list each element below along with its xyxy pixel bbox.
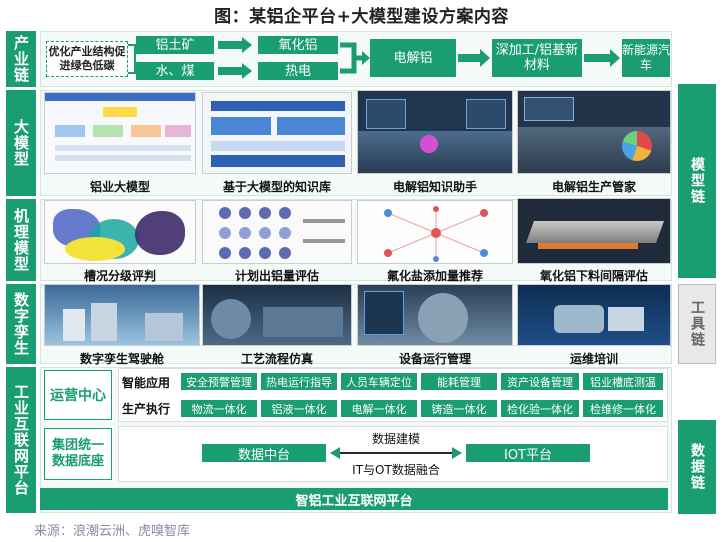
knowledge-assistant-thumbnail <box>357 90 513 174</box>
large-model-caption-2: 基于大模型的知识库 <box>222 180 331 194</box>
data-modeling-label: 数据建模 <box>371 432 420 446</box>
smart-app-chip: 资产设备管理 <box>501 373 579 390</box>
smart-app-chip: 铝业槽底测温 <box>583 373 663 390</box>
production-chip: 检化验一体化 <box>501 400 579 417</box>
twin-caption-2: 工艺流程仿真 <box>240 352 313 366</box>
alumina-box: 氧化铝 <box>258 36 338 54</box>
data-platform-box: 数据中台 <box>202 444 326 463</box>
chain-arrow-3 <box>584 49 620 67</box>
mechanism-caption-4: 氧化铝下料间隔评估 <box>539 269 648 283</box>
bauxite-box: 铝土矿 <box>136 36 214 54</box>
smart-app-chip: 热电运行指导 <box>261 373 337 390</box>
chain-arrows-1 <box>218 37 252 79</box>
production-chip: 铸造一体化 <box>421 400 497 417</box>
production-chip: 物流一体化 <box>181 400 257 417</box>
it-ot-fusion-label: IT与OT数据融合 <box>352 463 440 477</box>
side-tag-data-chain: 数据链 <box>678 420 716 514</box>
twin-cockpit-thumbnail <box>44 284 200 346</box>
row-label-industrial-internet: 工业互联网平台 <box>6 367 36 513</box>
production-steward-thumbnail <box>517 90 671 174</box>
bidirectional-arrow <box>330 447 462 459</box>
row-label-large-model: 大模型 <box>6 90 36 196</box>
bracket-connector <box>128 44 136 74</box>
thermal-power-box: 热电 <box>258 62 338 80</box>
electrolytic-aluminum-box: 电解铝 <box>370 39 456 77</box>
process-simulation-thumbnail <box>202 284 352 346</box>
production-chip: 铝液一体化 <box>261 400 337 417</box>
chain-arrow-2 <box>458 49 490 67</box>
side-tag-model-chain: 模型链 <box>678 84 716 278</box>
twin-caption-3: 设备运行管理 <box>398 352 471 366</box>
production-chip: 电解一体化 <box>341 400 417 417</box>
alumina-feed-thumbnail <box>517 198 671 264</box>
cell-condition-thumbnail <box>44 200 196 264</box>
mechanism-caption-3: 氟化盐添加量推荐 <box>386 269 483 283</box>
knowledge-base-thumbnail <box>202 92 352 174</box>
production-label: 生产执行 <box>122 402 171 416</box>
aluminum-output-thumbnail <box>202 200 352 264</box>
smart-app-chip: 人员车辆定位 <box>341 373 417 390</box>
source-note: 来源：浪潮云洲、虎嗅智库 <box>34 524 191 539</box>
mechanism-caption-1: 槽况分级评判 <box>83 269 156 283</box>
large-model-caption-3: 电解铝知识助手 <box>392 180 477 194</box>
new-energy-car-box: 新能源汽车 <box>622 39 670 77</box>
maintenance-training-thumbnail <box>517 284 671 346</box>
iot-platform-box: IOT平台 <box>466 444 590 463</box>
smart-app-label: 智能应用 <box>122 376 171 390</box>
row-label-industry-chain: 产业链 <box>6 31 36 87</box>
large-model-caption-1: 铝业大模型 <box>89 180 150 194</box>
figure-title: 图：某铝企平台+大模型建设方案内容 <box>214 7 509 27</box>
chain-merge-arrows <box>340 42 370 74</box>
smart-app-chip: 能耗管理 <box>421 373 497 390</box>
large-model-caption-4: 电解铝生产管家 <box>551 180 636 194</box>
ops-center-label: 运营中心 <box>44 370 112 420</box>
side-tag-tool-chain: 工具链 <box>678 284 716 364</box>
row-label-digital-twin: 数字孪生 <box>6 284 36 364</box>
platform-bar: 智铝工业互联网平台 <box>40 488 668 510</box>
deep-processing-box: 深加工/铝基新材料 <box>492 39 582 77</box>
equipment-thumbnail <box>357 284 513 346</box>
water-coal-box: 水、煤 <box>136 62 214 80</box>
smart-app-chip: 安全预警管理 <box>181 373 257 390</box>
twin-caption-4: 运维培训 <box>569 352 618 366</box>
mechanism-caption-2: 计划出铝量评估 <box>234 269 319 283</box>
production-chip: 检维修一体化 <box>583 400 663 417</box>
twin-caption-1: 数字孪生驾驶舱 <box>79 352 164 366</box>
aluminum-model-thumbnail <box>44 92 196 174</box>
optimize-structure-box: 优化产业结构促进绿色低碳 <box>46 41 128 77</box>
fluoride-thumbnail <box>357 200 513 264</box>
data-base-label: 集团统一数据底座 <box>44 428 112 480</box>
row-label-mechanism-model: 机理模型 <box>6 199 36 281</box>
